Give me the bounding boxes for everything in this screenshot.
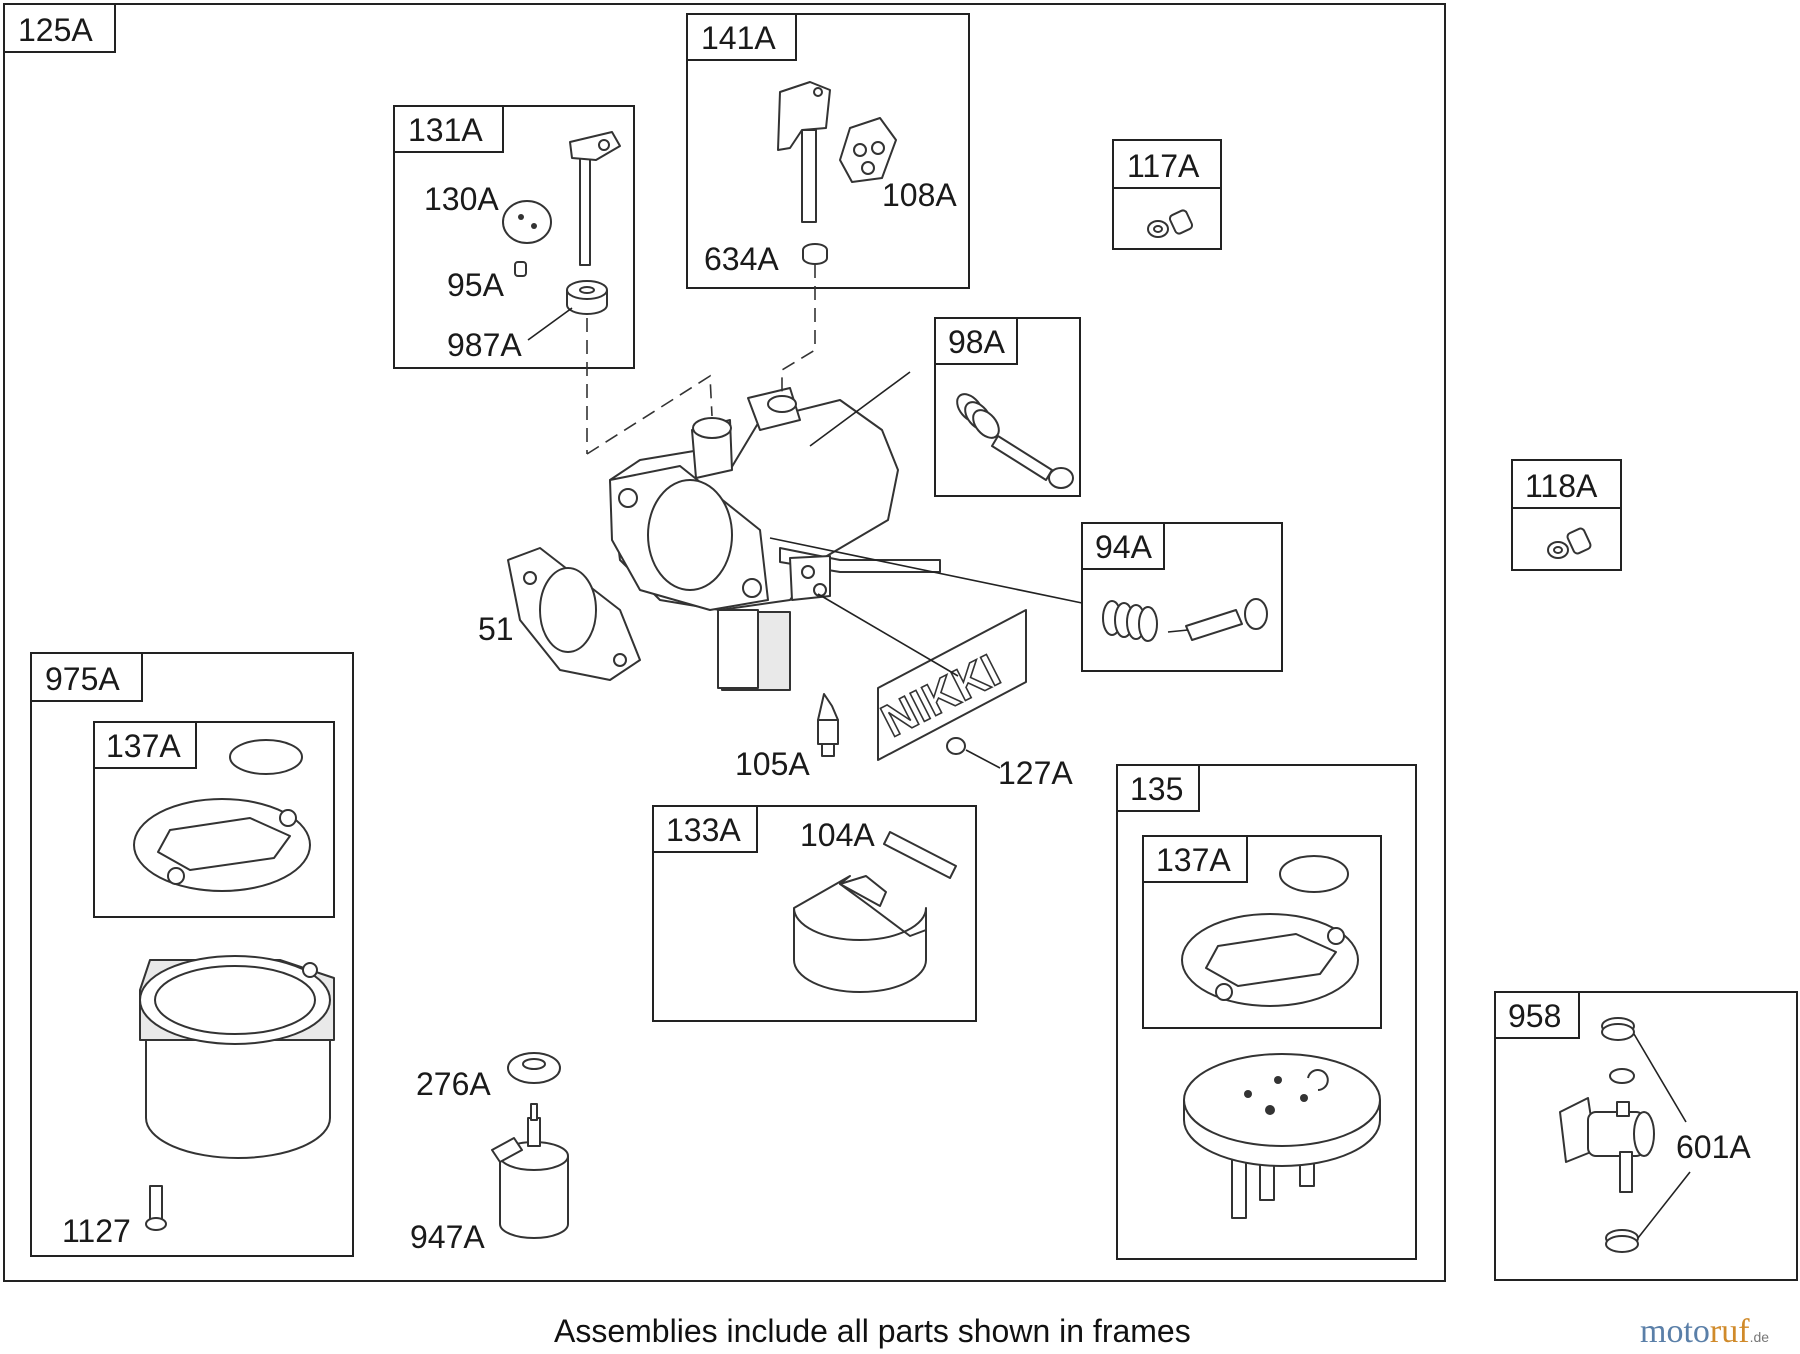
- choke-gasket-part: [839, 117, 897, 183]
- frame-label-125A: 125A: [18, 12, 93, 48]
- frame-141A: 141A: [686, 13, 970, 289]
- frame-117A: 117A: [1112, 139, 1222, 250]
- frame-label-137A-right: 137A: [1156, 842, 1231, 878]
- watermark-logo: motoruf.de: [1640, 1313, 1769, 1350]
- callout-95A: 95A: [447, 267, 505, 303]
- callout-104A: 104A: [800, 817, 875, 853]
- leader-127A: [965, 749, 1001, 769]
- hose-clamp-bottom-part: [1605, 1229, 1639, 1253]
- callout-601A: 601A: [1676, 1129, 1751, 1165]
- callout-127A: 127A: [998, 755, 1073, 791]
- frame-label-131A: 131A: [408, 112, 483, 148]
- frame-137A-right: 137A: [1142, 835, 1382, 1029]
- callout-987A: 987A: [447, 327, 522, 363]
- dashed-guide-141A: [781, 264, 816, 396]
- needle-valve-105A-part: [817, 693, 839, 757]
- frame-label-958: 958: [1508, 998, 1561, 1034]
- frame-131A: 131A: [393, 105, 635, 369]
- frame-label-118A: 118A: [1525, 468, 1598, 504]
- frame-94A: 94A: [1081, 522, 1283, 672]
- float-bowl-part: [139, 955, 335, 1159]
- leader-94A: [769, 537, 1083, 604]
- seal-987A-part: [566, 280, 608, 315]
- frame-label-94A: 94A: [1095, 529, 1153, 565]
- frame-label-133A: 133A: [666, 812, 741, 848]
- leader-987A: [527, 307, 573, 341]
- frame-975A: 975A: [30, 652, 354, 1257]
- frame-133A: 133A: [652, 805, 977, 1022]
- float-pin-104A-part: [883, 831, 957, 879]
- mixture-screw-part: [1167, 598, 1268, 641]
- callout-105A: 105A: [735, 746, 810, 782]
- frame-label-141A: 141A: [701, 20, 776, 56]
- gasket-137A-right-part: [1181, 855, 1359, 1007]
- frame-118A: 118A: [1511, 459, 1622, 571]
- frame-label-137A-left: 137A: [106, 728, 181, 764]
- spring-634A-part: [802, 243, 828, 265]
- float-part: [793, 875, 927, 993]
- dashed-guide-131A: [586, 318, 713, 455]
- frame-958: 958: [1494, 991, 1798, 1281]
- frame-98A: 98A: [934, 317, 1081, 497]
- throttle-shaft-part: [569, 131, 621, 266]
- idle-spring-part: [956, 393, 1000, 439]
- callout-276A: 276A: [416, 1066, 491, 1102]
- leader-601A-top: [1633, 1033, 1687, 1123]
- main-jet-118A-part: [1547, 527, 1592, 559]
- gasket-137A-left-part: [133, 739, 311, 892]
- mixture-spring-part: [1102, 600, 1158, 642]
- bowl-screw-1127-part: [145, 1185, 167, 1231]
- idle-screw-part: [991, 435, 1074, 489]
- frame-137A-left: 137A: [93, 721, 335, 918]
- footer-caption: Assemblies include all parts shown in fr…: [554, 1313, 1191, 1349]
- frame-label-98A: 98A: [948, 324, 1006, 360]
- callout-108A: 108A: [882, 177, 957, 213]
- callout-1127: 1127: [62, 1213, 131, 1249]
- carburetor-body-part: [609, 387, 941, 691]
- leader-nikki: [817, 593, 959, 677]
- screw-95A-part: [514, 261, 527, 277]
- nikki-label-plate: NIKKI: [872, 609, 1027, 761]
- frame-label-117A: 117A: [1127, 148, 1200, 184]
- throttle-plate-part: [502, 200, 552, 244]
- leader-98A: [809, 371, 911, 447]
- solenoid-947A-part: [491, 1103, 569, 1239]
- frame-135: 135: [1116, 764, 1417, 1260]
- callout-947A: 947A: [410, 1219, 485, 1255]
- frame-125A: 125A: [3, 3, 1446, 1282]
- choke-shaft-part: [777, 81, 831, 223]
- pump-plate-part: [1183, 1053, 1381, 1219]
- frame-label-135: 135: [1130, 771, 1183, 807]
- intake-gasket-51-part: [507, 547, 641, 681]
- fuel-valve-part: [1559, 1097, 1655, 1193]
- seat-127A-part: [946, 737, 966, 755]
- callout-634A: 634A: [704, 241, 779, 277]
- hose-clamp-top-part: [1601, 1017, 1635, 1041]
- washer-276A-part: [507, 1052, 561, 1084]
- frame-label-975A: 975A: [45, 661, 120, 697]
- o-ring-part: [1609, 1068, 1635, 1084]
- leader-601A-bottom: [1637, 1171, 1691, 1239]
- callout-130A: 130A: [424, 181, 499, 217]
- pilot-jet-117A-part: [1147, 209, 1194, 238]
- callout-51: 51: [478, 611, 514, 647]
